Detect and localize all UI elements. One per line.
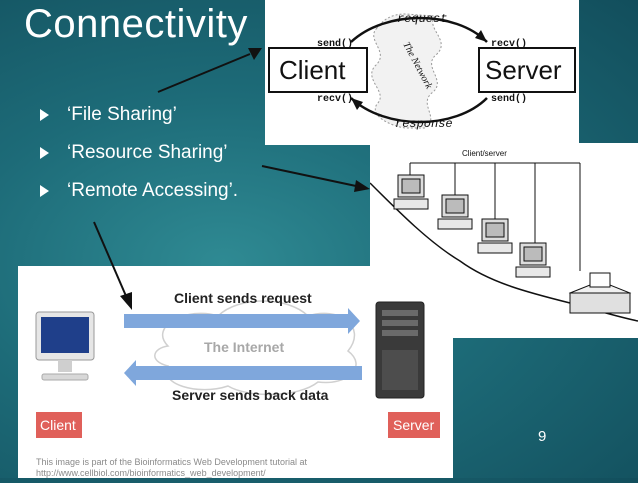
- arrowhead-icon: [248, 48, 262, 60]
- request-arc: [350, 16, 488, 43]
- callout-arrow-resource-sharing: [261, 165, 357, 187]
- response-arrowhead-icon: [124, 360, 136, 386]
- lan-diagram-svg: Client/server: [369, 149, 638, 322]
- bullet-item: ‘File Sharing’: [40, 96, 238, 134]
- callout-arrow-remote-access: [93, 221, 127, 297]
- slide-title: Connectivity: [24, 2, 248, 46]
- triangle-bullet-icon: [40, 185, 49, 197]
- client-badge: [36, 412, 82, 438]
- computer-icon: [393, 174, 429, 210]
- client-box: [268, 47, 368, 93]
- response-label: response: [395, 117, 453, 131]
- response-arrow-body: [136, 366, 362, 380]
- client-server-network-diagram: Client Server request response The Netwo…: [265, 0, 579, 145]
- arrowhead-icon: [120, 292, 132, 310]
- computer-icon: [477, 218, 513, 254]
- callout-arrow-file-sharing: [157, 53, 251, 93]
- response-arrowhead-icon: [351, 98, 363, 110]
- internet-label: The Internet: [204, 339, 284, 355]
- server-tower-icon: [375, 301, 425, 399]
- image-caption: This image is part of the Bioinformatics…: [36, 457, 456, 479]
- computer-icon: [515, 242, 551, 278]
- lan-label: Client/server: [462, 149, 507, 158]
- desktop-computer-icon: [35, 311, 95, 381]
- caption-line: http://www.cellbiol.com/bioinformatics_w…: [36, 468, 266, 478]
- request-label: request: [397, 12, 447, 26]
- server-badge: [388, 412, 440, 438]
- response-label: Server sends back data: [172, 387, 329, 403]
- slide-number: 9: [538, 428, 547, 445]
- arrowhead-icon: [354, 180, 370, 192]
- internet-request-diagram: The Internet Client sends request Server…: [18, 266, 453, 478]
- server-label: Server: [393, 417, 435, 433]
- request-arrowhead-icon: [348, 308, 360, 334]
- network-cloud-icon: [371, 13, 442, 129]
- computer-icon: [437, 194, 473, 230]
- triangle-bullet-icon: [40, 147, 49, 159]
- server-send-label: send(): [491, 93, 527, 105]
- response-arc: [350, 97, 488, 124]
- client-recv-label: recv(): [317, 93, 353, 105]
- caption-line: This image is part of the Bioinformatics…: [36, 457, 307, 467]
- bullet-text: ‘File Sharing’: [67, 104, 177, 125]
- printer-icon: [568, 272, 632, 314]
- request-label: Client sends request: [174, 290, 312, 306]
- bullet-item: ‘Remote Accessing’.: [40, 172, 238, 210]
- triangle-bullet-icon: [40, 109, 49, 121]
- client-send-label: send(): [317, 38, 353, 50]
- internet-diagram-svg: The Internet Client sends request Server…: [35, 290, 440, 438]
- server-recv-label: recv(): [491, 38, 527, 50]
- server-label: Server: [485, 55, 562, 85]
- server-box: [478, 47, 576, 93]
- request-arrow-body: [124, 314, 348, 328]
- request-arrowhead-icon: [475, 30, 487, 42]
- bullet-text: ‘Remote Accessing’.: [67, 180, 239, 201]
- bullet-item: ‘Resource Sharing’: [40, 134, 238, 172]
- bullet-text: ‘Resource Sharing’: [67, 142, 228, 163]
- client-label: Client: [279, 55, 346, 85]
- network-diagram-svg: Client Server request response The Netwo…: [268, 12, 576, 131]
- client-label: Client: [40, 417, 76, 433]
- bullet-list: ‘File Sharing’ ‘Resource Sharing’ ‘Remot…: [40, 96, 238, 210]
